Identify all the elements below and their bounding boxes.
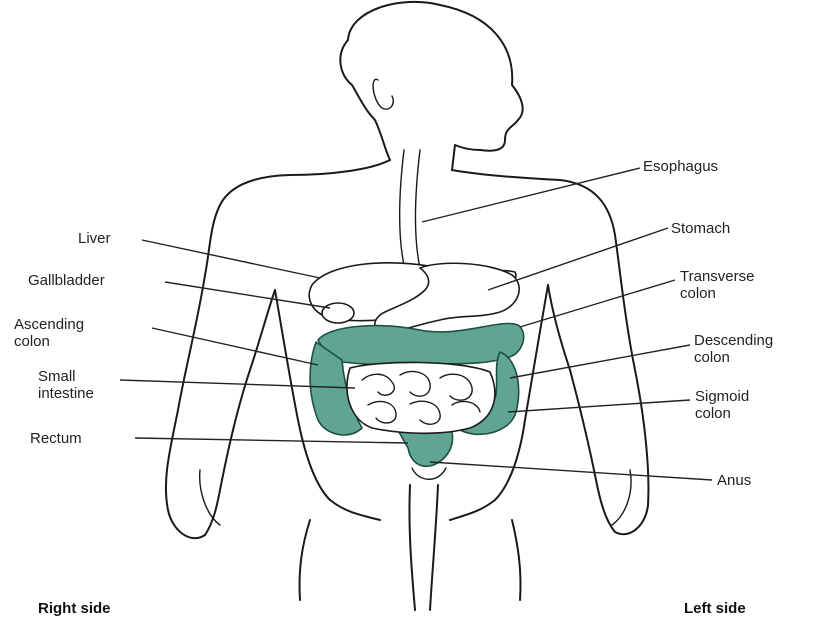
label-left-side: Left side [684,600,746,617]
small-intestine-shape [347,362,495,433]
label-descending-colon: Descending colon [694,332,773,366]
leader-rectum [135,438,408,443]
leader-sigmoid-colon [508,400,690,412]
label-stomach: Stomach [671,220,730,237]
anus-shape [412,468,446,479]
leader-transverse-colon [520,280,675,327]
label-transverse-colon: Transverse colon [680,268,754,302]
leader-gallbladder [165,282,330,308]
label-small-intestine: Small intestine [38,368,94,402]
label-ascending-colon: Ascending colon [14,316,84,350]
gallbladder-shape [322,303,354,323]
label-sigmoid-colon: Sigmoid colon [695,388,749,422]
leader-stomach [488,228,668,290]
leader-esophagus [422,168,640,222]
label-rectum: Rectum [30,430,82,447]
leader-liver [142,240,320,278]
leader-anus [430,462,712,480]
label-right-side: Right side [38,600,111,617]
label-anus: Anus [717,472,751,489]
label-gallbladder: Gallbladder [28,272,105,289]
label-esophagus: Esophagus [643,158,718,175]
leader-ascending-colon [152,328,318,365]
label-liver: Liver [78,230,111,247]
